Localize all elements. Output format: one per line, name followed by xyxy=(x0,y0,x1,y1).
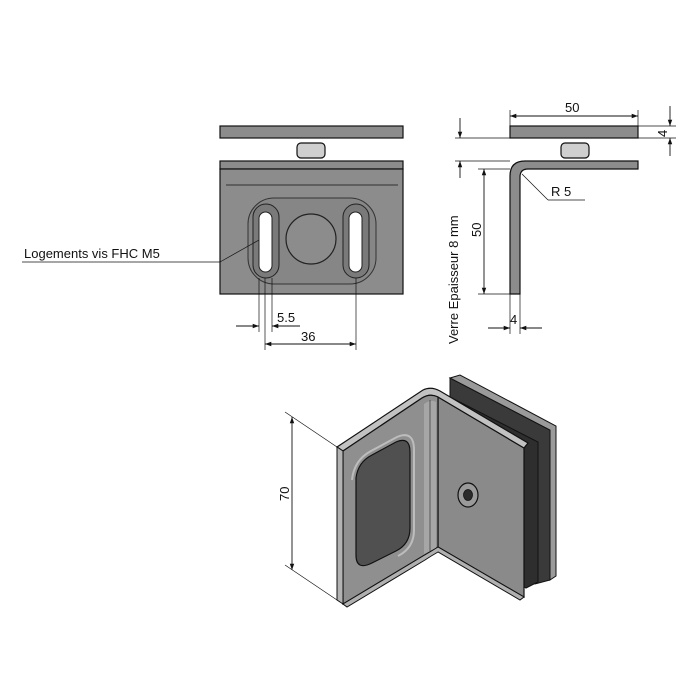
dim-slot-span: 36 xyxy=(301,329,315,344)
iso-bottom-edge xyxy=(342,546,525,608)
radius-label: R 5 xyxy=(551,184,571,199)
front-top-plate xyxy=(219,125,404,139)
iso-front-edge xyxy=(336,446,344,605)
callout-leader-diagonal xyxy=(219,239,260,263)
side-l-bracket xyxy=(509,160,639,295)
side-view: 50 4 Verre Epaisseur 8 mm 50 R 5 4 xyxy=(446,100,676,344)
iso-slot-rim xyxy=(351,434,415,557)
iso-screw-hole xyxy=(463,489,473,501)
side-bolt xyxy=(560,142,590,159)
front-view: Logements vis FHC M5 5.5 36 xyxy=(22,125,404,350)
ext-line-iso-bottom xyxy=(284,564,338,601)
dim-iso-height: 70 xyxy=(277,487,292,501)
dim-side-thickness: 4 xyxy=(510,312,517,327)
front-bolt xyxy=(296,142,326,159)
front-left-slot xyxy=(258,211,273,273)
iso-rear-plate xyxy=(448,374,557,581)
front-flange xyxy=(219,160,404,170)
dim-plate-thickness: 4 xyxy=(655,130,670,137)
radius-leader-diagonal xyxy=(521,173,549,201)
side-top-plate xyxy=(509,125,639,139)
dim-side-height: 50 xyxy=(469,223,484,237)
isometric-view: 70 xyxy=(277,374,557,608)
slot-callout-label: Logements vis FHC M5 xyxy=(24,246,160,261)
dim-top-width: 50 xyxy=(565,100,579,115)
dim-slot-width: 5.5 xyxy=(277,310,295,325)
front-round-pad xyxy=(285,213,337,265)
iso-slot xyxy=(355,439,411,567)
glass-thickness-label: Verre Epaisseur 8 mm xyxy=(446,215,461,344)
front-right-slot xyxy=(348,211,363,273)
ext-line-iso-top xyxy=(284,411,338,448)
